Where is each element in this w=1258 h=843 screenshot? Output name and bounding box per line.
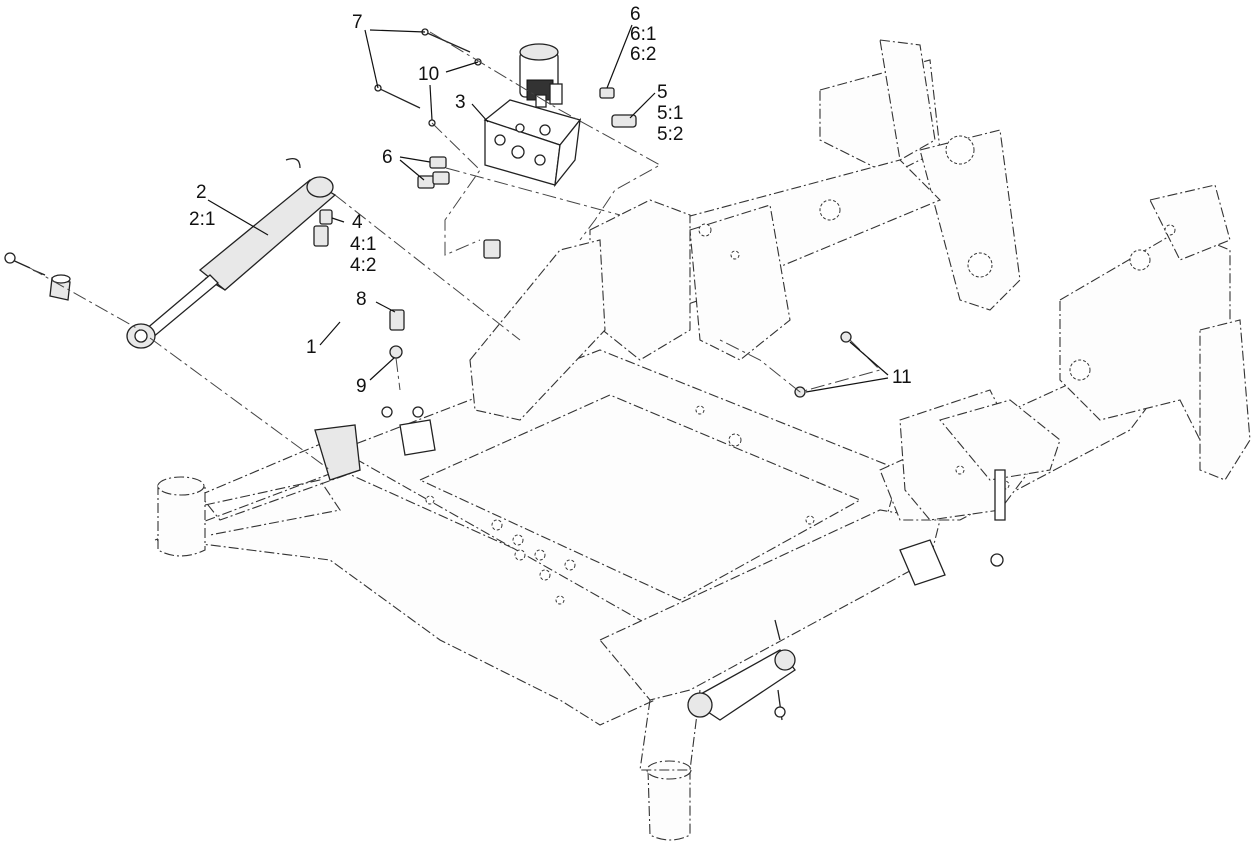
callout-labels: 7 10 3 6 6:1 6:2 5 5:1 5:2 6 2 2:1 4 4:1…: [189, 4, 912, 397]
callout-8: 8: [356, 289, 367, 310]
callout-5-2: 5:2: [657, 124, 683, 145]
hydraulic-hose: [313, 225, 501, 359]
callout-11: 11: [892, 367, 912, 388]
callout-5: 5: [657, 82, 668, 103]
callout-10: 10: [418, 64, 439, 85]
callout-3: 3: [455, 92, 466, 113]
pin-and-spacer: [4, 252, 71, 301]
main-frame: [154, 39, 1251, 841]
assembly-center-lines: [29, 31, 881, 471]
callout-1: 1: [306, 337, 317, 358]
callout-6-left: 6: [382, 147, 393, 168]
callout-6-1: 6:1: [630, 24, 656, 45]
callout-7: 7: [352, 12, 363, 33]
callout-9: 9: [356, 376, 367, 397]
valve-manifold: [483, 43, 582, 188]
fitting-4: [319, 209, 333, 225]
callout-leaders: [207, 24, 889, 393]
callout-6-top: 6: [630, 4, 641, 25]
callout-2: 2: [196, 182, 207, 203]
callout-4: 4: [352, 212, 363, 233]
callout-5-1: 5:1: [657, 103, 683, 124]
callout-6-2: 6:2: [630, 44, 656, 65]
callout-4-2: 4:2: [350, 255, 376, 276]
callout-2-1: 2:1: [189, 209, 215, 230]
callout-4-1: 4:1: [350, 234, 376, 255]
hydraulic-cylinder: [126, 157, 337, 349]
